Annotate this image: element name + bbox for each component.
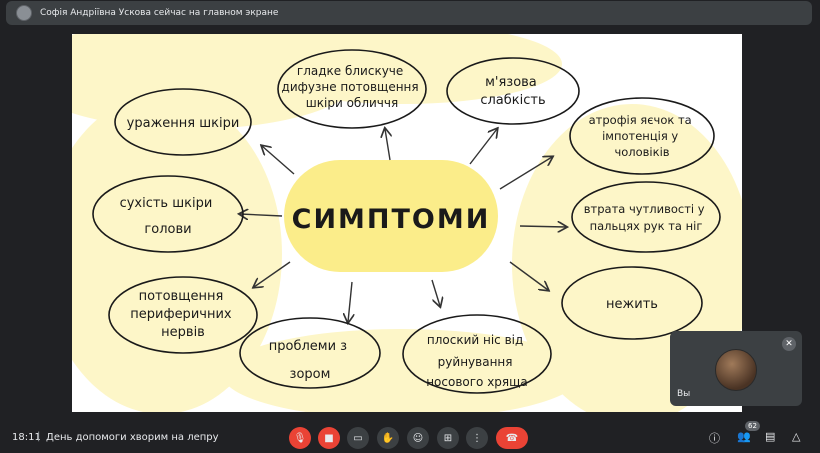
mindmap: СИМПТОМИ — [72, 34, 742, 412]
bubble-ellipse — [277, 49, 427, 129]
arrow — [431, 279, 440, 306]
separator: | — [37, 431, 41, 442]
reactions-button[interactable]: ☺ — [407, 427, 429, 449]
emoji-icon: ☺ — [412, 432, 424, 444]
bg-blob — [242, 34, 562, 104]
clock: 18:11 — [12, 432, 41, 443]
bg-blob — [222, 329, 582, 412]
more-options-button[interactable]: ⋮ — [466, 427, 488, 449]
bubble-ellipse — [114, 88, 252, 156]
bubble-text: атрофія яєчок та імпотенція у чоловіків — [589, 113, 696, 159]
shared-slide: СИМПТОМИ — [72, 34, 742, 412]
camera-toggle-button[interactable]: ■ — [318, 427, 340, 449]
self-view-tile[interactable]: Вы ✕ — [670, 331, 802, 406]
arrow — [240, 214, 283, 216]
camera-off-icon: ■ — [324, 432, 334, 444]
presenter-avatar — [16, 5, 32, 21]
bubble-ellipse — [402, 314, 552, 394]
bubble-ellipse — [239, 317, 381, 389]
center-title: СИМПТОМИ — [292, 204, 491, 235]
bubble-text: нежить — [606, 297, 658, 312]
bubble-ellipse — [92, 175, 244, 253]
raise-hand-button[interactable]: ✋ — [377, 427, 399, 449]
presenter-bar: Софія Андріївна Ускова сейчас на главном… — [6, 1, 812, 25]
bubble-ellipse — [571, 181, 721, 253]
more-vert-icon: ⋮ — [472, 432, 482, 444]
bubble-ellipse — [108, 276, 258, 354]
mic-off-icon: 🎙 — [293, 432, 307, 444]
hand-icon: ✋ — [381, 432, 395, 444]
bubble-ellipse — [446, 57, 580, 125]
arrow — [385, 129, 390, 161]
arrow — [519, 226, 566, 227]
mic-toggle-button[interactable]: 🎙 — [289, 427, 311, 449]
center-pill — [284, 160, 498, 272]
info-icon[interactable]: ⓘ — [709, 432, 720, 445]
bubble-text: проблеми з зором — [269, 339, 351, 382]
arrow — [254, 261, 291, 287]
participants-badge: 62 — [745, 421, 760, 431]
bubble-ellipse — [569, 97, 715, 175]
bubble-ellipse — [561, 266, 703, 340]
present-button[interactable]: ⊞ — [437, 427, 459, 449]
hang-up-icon: ☎ — [505, 432, 519, 444]
presenter-text: Софія Андріївна Ускова сейчас на главном… — [40, 8, 279, 18]
mic-off-icon: ✕ — [782, 337, 796, 351]
self-label: Вы — [677, 389, 691, 399]
activities-icon[interactable]: △ — [792, 430, 801, 443]
arrow — [348, 281, 352, 322]
bubble-text: м'язова слабкість — [480, 75, 545, 108]
bottom-bar: 18:11 | День допомоги хворим на лепру 🎙 … — [0, 423, 820, 453]
bubble-text: потовщення периферичних нервів — [130, 289, 235, 340]
bubble-text: плоский ніс від руйнування носового хрящ… — [426, 333, 528, 389]
present-icon: ⊞ — [443, 432, 453, 444]
chat-icon[interactable]: ▤ — [765, 430, 776, 443]
captions-button[interactable]: ▭ — [347, 427, 369, 449]
leave-call-button[interactable]: ☎ — [496, 427, 528, 449]
bubble-text: гладке блискуче дифузне потовщення шкіри… — [282, 64, 423, 110]
arrow — [262, 146, 295, 175]
bubble-text: сухість шкіри голови — [120, 196, 217, 237]
arrow — [509, 261, 548, 290]
self-avatar — [715, 349, 757, 391]
bg-blob — [72, 94, 282, 412]
captions-icon: ▭ — [353, 432, 363, 444]
bubble-text: ураження шкіри — [127, 116, 240, 131]
bubble-text: втрата чутливості у пальцях рук та ніг — [584, 202, 709, 233]
arrow — [499, 157, 552, 190]
meeting-title: День допомоги хворим на лепру — [46, 432, 219, 443]
people-icon[interactable]: 👥 — [737, 430, 751, 443]
arrow — [469, 129, 497, 165]
